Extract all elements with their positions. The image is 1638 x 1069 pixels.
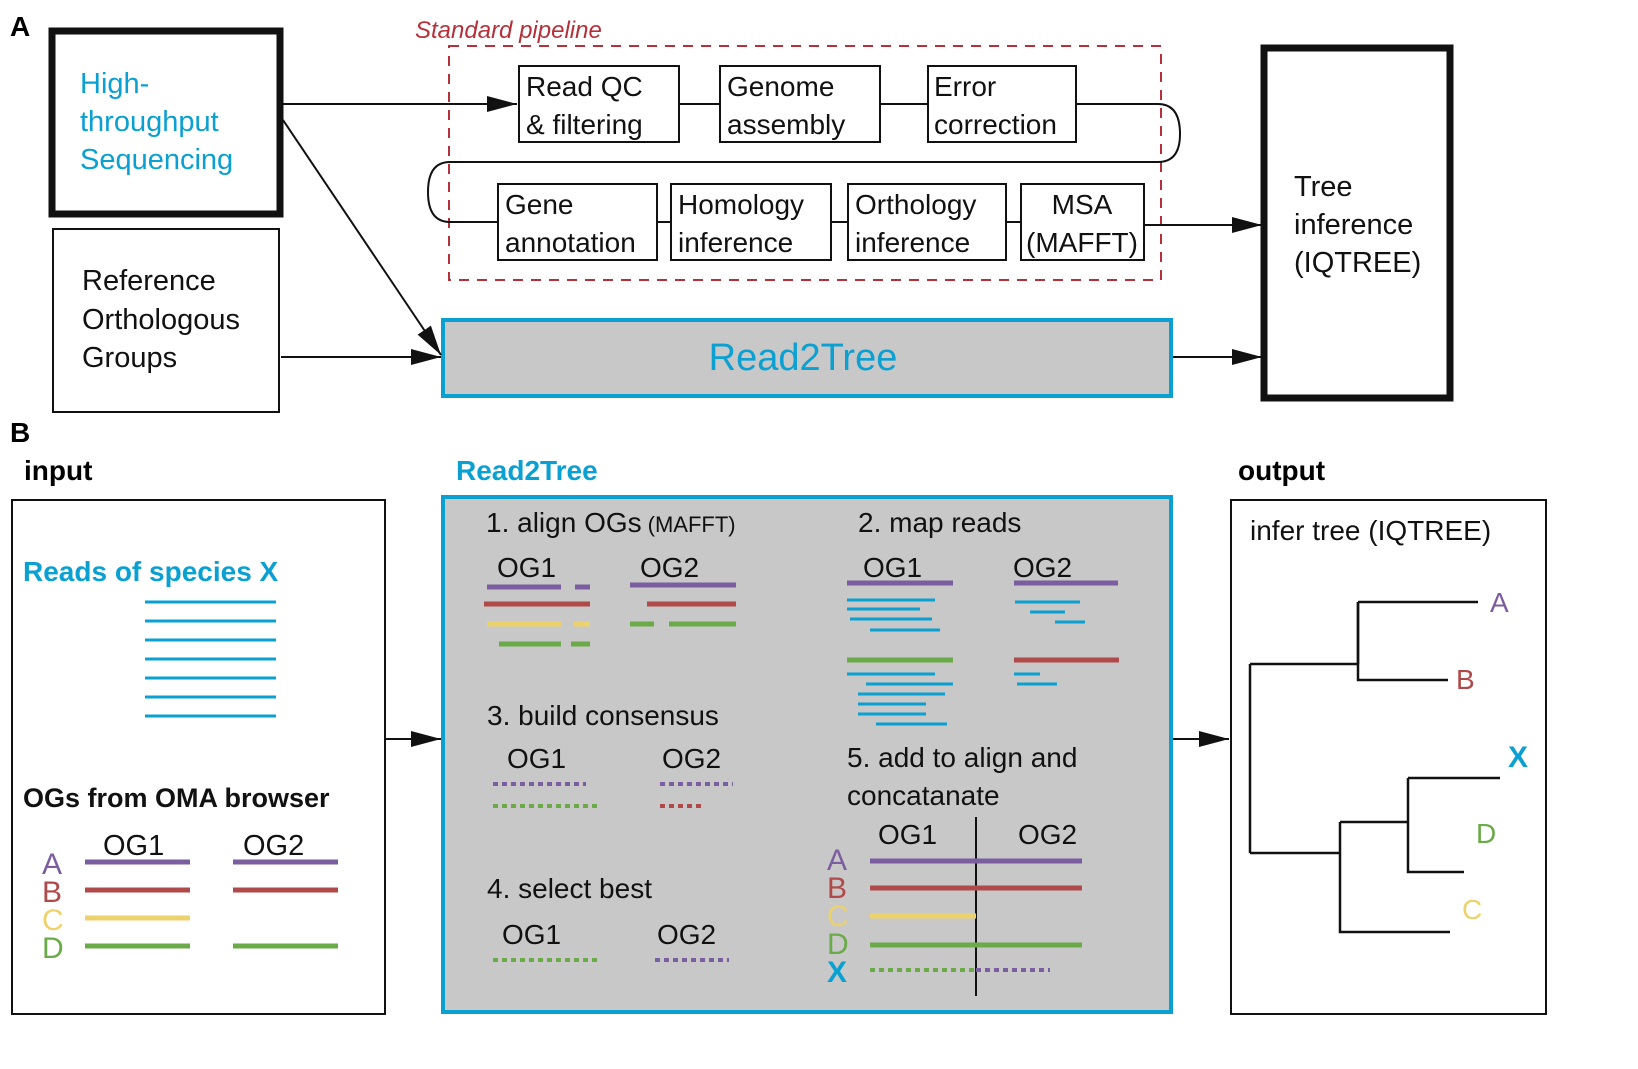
output-box — [1230, 499, 1547, 1015]
infer-tree-title: infer tree (IQTREE) — [1250, 515, 1491, 546]
pipeline-title: Standard pipeline — [415, 17, 602, 44]
panel-b-label: B — [10, 417, 30, 448]
input-title: input — [24, 455, 92, 486]
step1-og2: OG2 — [640, 552, 699, 583]
phylogenetic-tree — [1248, 600, 1500, 934]
step2-label: 2. map reads — [858, 507, 1021, 538]
step2-og1: OG1 — [863, 552, 922, 583]
concat-species-a: A — [827, 844, 847, 877]
step2-og2: OG2 — [1013, 552, 1072, 583]
step1-og1: OG1 — [497, 552, 556, 583]
hts-box — [48, 27, 284, 218]
step2-mapped-reads — [847, 580, 1119, 726]
tree-inference-box — [1260, 44, 1454, 402]
step1-label: 1. align OGs(MAFFT) — [486, 507, 736, 538]
concat-species-c: C — [827, 900, 849, 933]
step5-og1: OG1 — [878, 819, 937, 850]
step4-og1: OG1 — [502, 919, 561, 950]
panel-a-label: A — [10, 11, 30, 42]
tree-leaf-d: D — [1476, 818, 1496, 849]
reads-lines — [145, 600, 276, 718]
species-label-b: B — [42, 876, 62, 909]
concat-species-x: X — [827, 956, 847, 989]
read2tree-title: Read2Tree — [456, 455, 598, 486]
tree-leaf-c: C — [1462, 894, 1482, 925]
step3-label: 3. build consensus — [487, 700, 719, 731]
tree-leaf-x: X — [1508, 741, 1528, 774]
species-label-d: D — [42, 932, 64, 965]
reads-title: Reads of species X — [23, 556, 279, 587]
pipeline-box — [448, 45, 1162, 281]
step3-og1: OG1 — [507, 743, 566, 774]
step5-label: 5. add to align and concatanate — [847, 742, 1085, 811]
step5-og2: OG2 — [1018, 819, 1077, 850]
ogs-title: OGs from OMA browser — [23, 783, 330, 813]
species-label-a: A — [42, 848, 62, 881]
step1-alignment — [484, 582, 736, 647]
tree-leaf-a: A — [1490, 587, 1509, 618]
output-title: output — [1238, 455, 1325, 486]
step-msa: MSA(MAFFT) — [1020, 183, 1145, 261]
reference-og-box — [52, 228, 280, 413]
tree-leaf-b: B — [1456, 664, 1475, 695]
pipeline-connector — [426, 103, 1182, 223]
concat-species-b: B — [827, 872, 847, 905]
tree-inference-label: Tree inference (IQTREE) — [1294, 171, 1421, 279]
arrow-hts-to-read2tree — [282, 119, 442, 356]
species-label-c: C — [42, 904, 64, 937]
concat-species-d: D — [827, 928, 849, 961]
step4-label: 4. select best — [487, 873, 652, 904]
step3-og2: OG2 — [662, 743, 721, 774]
input-og1-label: OG1 — [103, 830, 164, 862]
hts-label: High- throughput Sequencing — [80, 68, 233, 176]
read2tree-box — [441, 318, 1173, 398]
input-box — [11, 499, 386, 1015]
svg-text:Read QC& filtering: Read QC& filtering — [526, 71, 643, 140]
step4-og2: OG2 — [657, 919, 716, 950]
reference-og-label: Reference Orthologous Groups — [82, 265, 248, 374]
svg-text:MSA(MAFFT): MSA(MAFFT) — [1026, 189, 1138, 258]
step3-consensus — [493, 782, 733, 808]
step-read-qc: Read QC& filtering — [518, 65, 680, 143]
input-og2-label: OG2 — [243, 830, 304, 862]
read2tree-label: Read2Tree — [709, 337, 898, 379]
